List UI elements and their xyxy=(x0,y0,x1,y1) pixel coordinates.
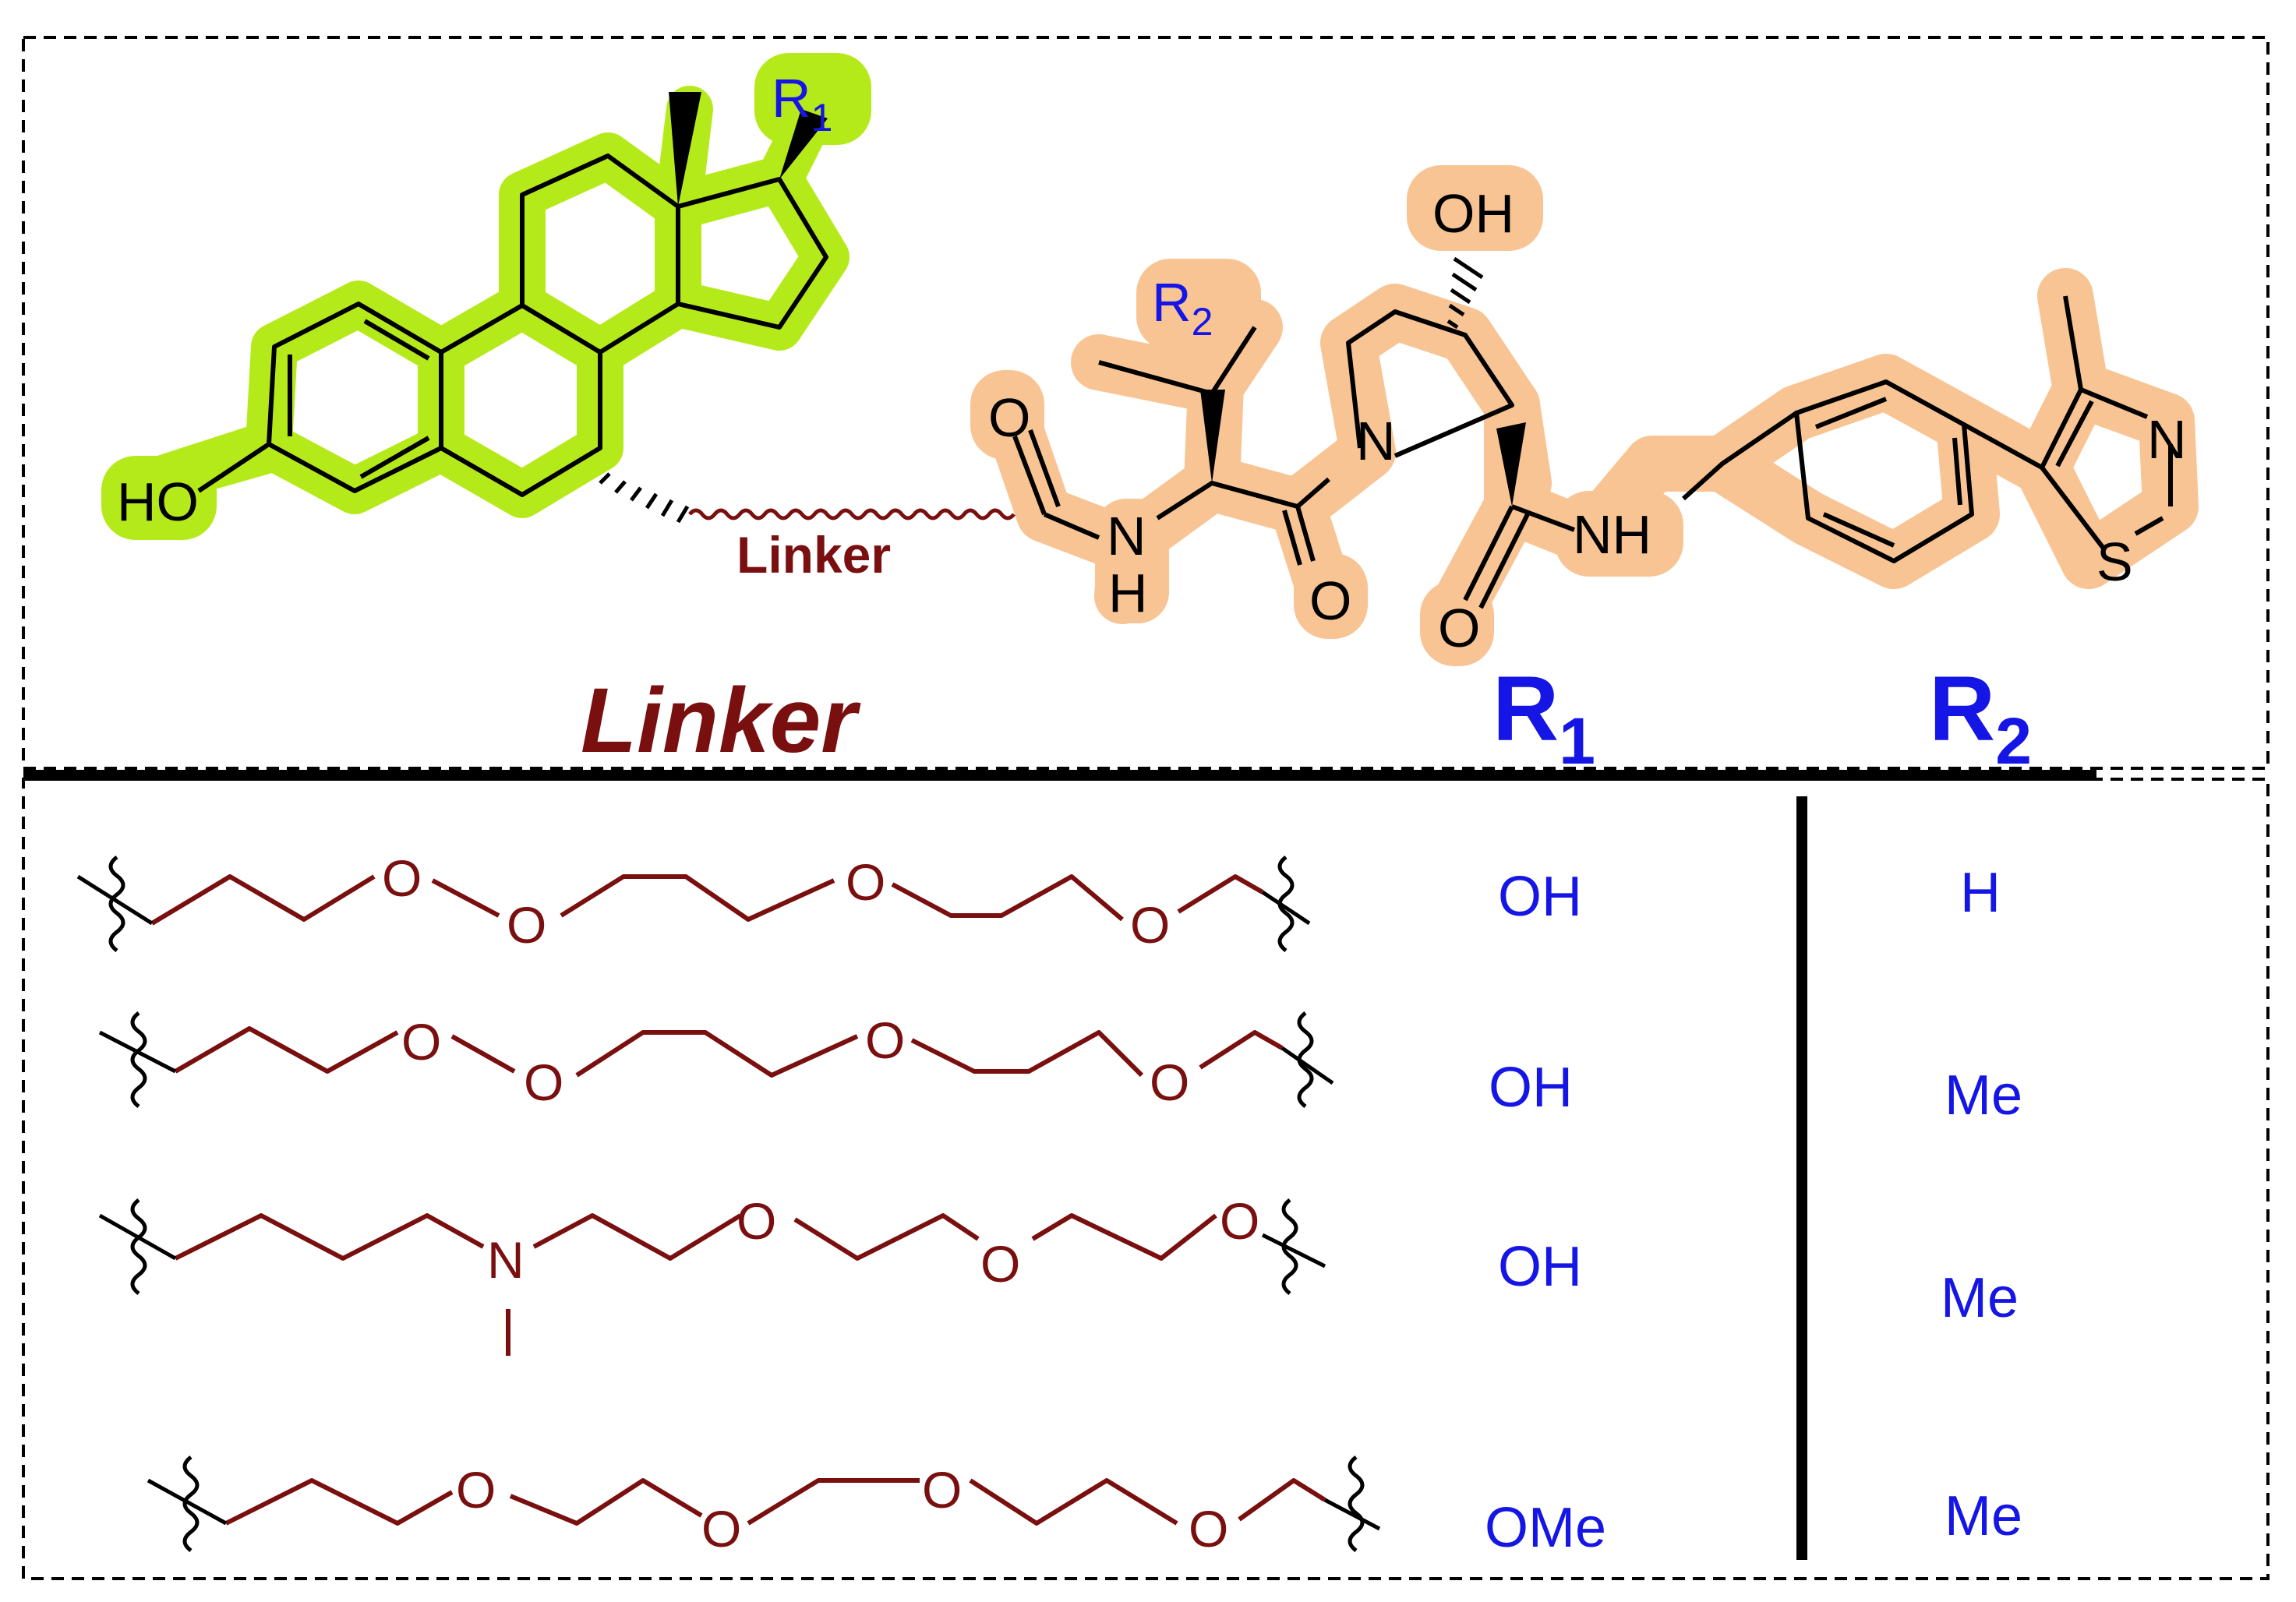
header-r1-main: R xyxy=(1492,658,1559,760)
row2-atom-4: O xyxy=(1150,1053,1189,1111)
row3-atom-3: O xyxy=(980,1235,1020,1293)
atom-oh-top: OH xyxy=(1432,183,1514,244)
tbutyl-wedge xyxy=(1200,390,1225,483)
row1-r2-value: H xyxy=(1960,862,2001,924)
vhl-bonds xyxy=(1012,295,2173,609)
atom-o-amide1: O xyxy=(988,387,1030,448)
atom-nh-right: NH xyxy=(1573,504,1651,565)
r2-highlight xyxy=(1136,259,1261,351)
header-r2-sub: 2 xyxy=(1995,704,2032,778)
row3-atom-2: O xyxy=(736,1192,776,1250)
header-r2: R2 xyxy=(1929,658,2032,778)
atom-o-amide3: O xyxy=(1438,598,1480,658)
linker-row-3-ends xyxy=(98,1198,1326,1295)
row2-atom-2: O xyxy=(524,1053,563,1111)
linker-row-4-ends xyxy=(147,1456,1381,1552)
atom-r2-main: R xyxy=(1152,272,1192,333)
atom-s-thiazole: S xyxy=(2096,531,2133,592)
row4-r2-value: Me xyxy=(1945,1485,2022,1547)
linker-row-1 xyxy=(150,874,1264,926)
atom-o-amide2: O xyxy=(1309,570,1351,631)
ho-highlight xyxy=(101,456,217,540)
row3-r1-value: OH xyxy=(1498,1236,1582,1298)
row4-atom-1: O xyxy=(456,1461,496,1519)
row4-atom-2: O xyxy=(701,1500,741,1558)
linker-row-2 xyxy=(174,1026,1284,1078)
row4-atom-3: O xyxy=(922,1461,962,1519)
linker-row-2-ends xyxy=(98,1011,1334,1108)
wavy-linker-bond xyxy=(688,508,1016,520)
atom-n-thiazole: N xyxy=(2147,409,2187,470)
hashed-bond-linker xyxy=(599,472,690,524)
nh-left-highlight xyxy=(1095,499,1169,623)
atom-ho: HO xyxy=(117,471,199,532)
hydroxyl-hash xyxy=(1446,256,1484,330)
header-r1-sub: 1 xyxy=(1559,704,1595,778)
atom-r1: R1 xyxy=(772,68,832,139)
row4-r1-value: OMe xyxy=(1485,1497,1606,1559)
atom-n-ring: N xyxy=(1356,411,1396,471)
atom-r2-sub: 2 xyxy=(1192,300,1213,344)
atom-r2: R2 xyxy=(1152,272,1213,344)
header-r2-main: R xyxy=(1929,658,1995,760)
row1-atom-3: O xyxy=(846,853,885,911)
atom-r1-sub: 1 xyxy=(811,96,833,139)
row1-atom-1: O xyxy=(382,849,422,907)
steroid-bonds xyxy=(197,153,828,497)
linker-row-3 xyxy=(174,1213,1217,1356)
r1-highlight xyxy=(754,53,871,145)
header-r1: R1 xyxy=(1492,658,1595,778)
row2-r2-value: Me xyxy=(1945,1064,2022,1127)
methyl-wedge xyxy=(669,92,701,206)
row4-atom-4: O xyxy=(1189,1500,1228,1558)
nh-right-highlight xyxy=(1555,491,1683,577)
row3-r2-value: Me xyxy=(1941,1267,2019,1329)
row1-r1-value: OH xyxy=(1498,866,1582,928)
row1-atom-2: O xyxy=(507,896,546,954)
row2-atom-1: O xyxy=(401,1013,441,1071)
header-linker: Linker xyxy=(581,669,861,772)
atom-nh-left-n: N xyxy=(1107,506,1146,566)
row3-atom-n: N xyxy=(487,1231,525,1289)
proline-wedge xyxy=(1496,422,1526,506)
oh-top-highlight xyxy=(1407,165,1543,251)
steroid-highlight xyxy=(101,78,850,518)
o-amide1-highlight xyxy=(970,370,1044,460)
row2-r1-value: OH xyxy=(1489,1057,1573,1119)
top-dashed-frame xyxy=(22,36,2270,770)
o-amide2-highlight xyxy=(1294,553,1368,639)
linker-label: Linker xyxy=(736,526,891,584)
atom-nh-left-h: H xyxy=(1108,563,1148,623)
row2-atom-3: O xyxy=(865,1011,905,1069)
row3-atom-4: O xyxy=(1220,1192,1259,1250)
linker-row-1-ends xyxy=(76,856,1311,952)
o-amide3-highlight xyxy=(1420,580,1494,666)
r1-wedge xyxy=(779,109,828,179)
row1-atom-4: O xyxy=(1130,896,1170,954)
atom-r1-main: R xyxy=(772,68,811,129)
linker-row-4 xyxy=(224,1478,1326,1526)
